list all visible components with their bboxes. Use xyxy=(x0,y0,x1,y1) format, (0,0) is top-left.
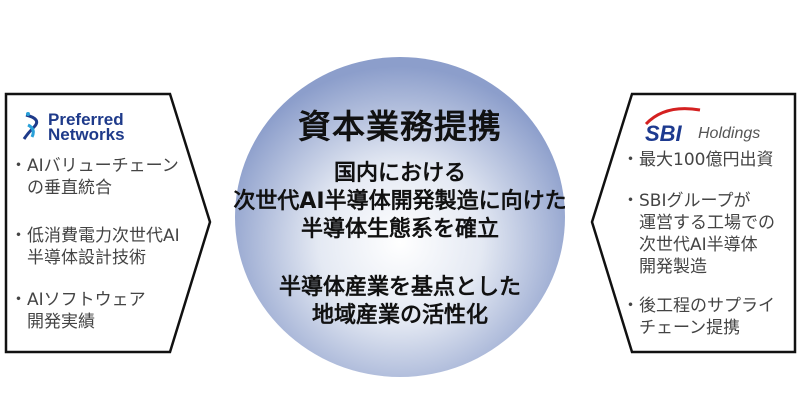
pfn-bullet-2: ・低消費電力次世代AI 半導体設計技術 xyxy=(10,226,180,268)
pfn-bullet-3: ・AIソフトウェア 開発実績 xyxy=(10,290,146,332)
goal2-line2: 地域産業の活性化 xyxy=(311,303,488,328)
pfn-logo-line2: Networks xyxy=(48,125,125,144)
goal2-line1: 半導体産業を基点とした xyxy=(278,275,521,300)
sbi-logo-arc xyxy=(644,107,701,126)
sbi-chevron-box xyxy=(590,92,797,354)
goal1-line3: 半導体生態系を確立 xyxy=(300,217,499,242)
sbi-bullet-3: ・後工程のサプライ チェーン提携 xyxy=(622,296,775,338)
pfn-bullet-1: ・AIバリューチェーン の垂直統合 xyxy=(10,156,179,198)
goal1-line1: 国内における xyxy=(333,161,466,186)
sbi-logo-holdings: Holdings xyxy=(698,125,761,142)
center-title: 資本業務提携 xyxy=(298,107,502,146)
partnership-circle xyxy=(235,57,565,377)
sbi-bullet-2: ・SBIグループが 運営する工場での 次世代AI半導体 開発製造 xyxy=(622,191,775,277)
pfn-chevron-box xyxy=(4,92,212,354)
sbi-bullet-1: ・最大100億円出資 xyxy=(622,150,774,170)
pfn-logo: Preferred Networks xyxy=(48,110,125,144)
goal1-line2: 次世代AI半導体開発製造に向けた xyxy=(233,189,567,214)
pfn-logo-line1: Preferred xyxy=(48,110,124,129)
pfn-logo-icon xyxy=(22,112,39,140)
sbi-logo: SBI xyxy=(645,121,682,146)
